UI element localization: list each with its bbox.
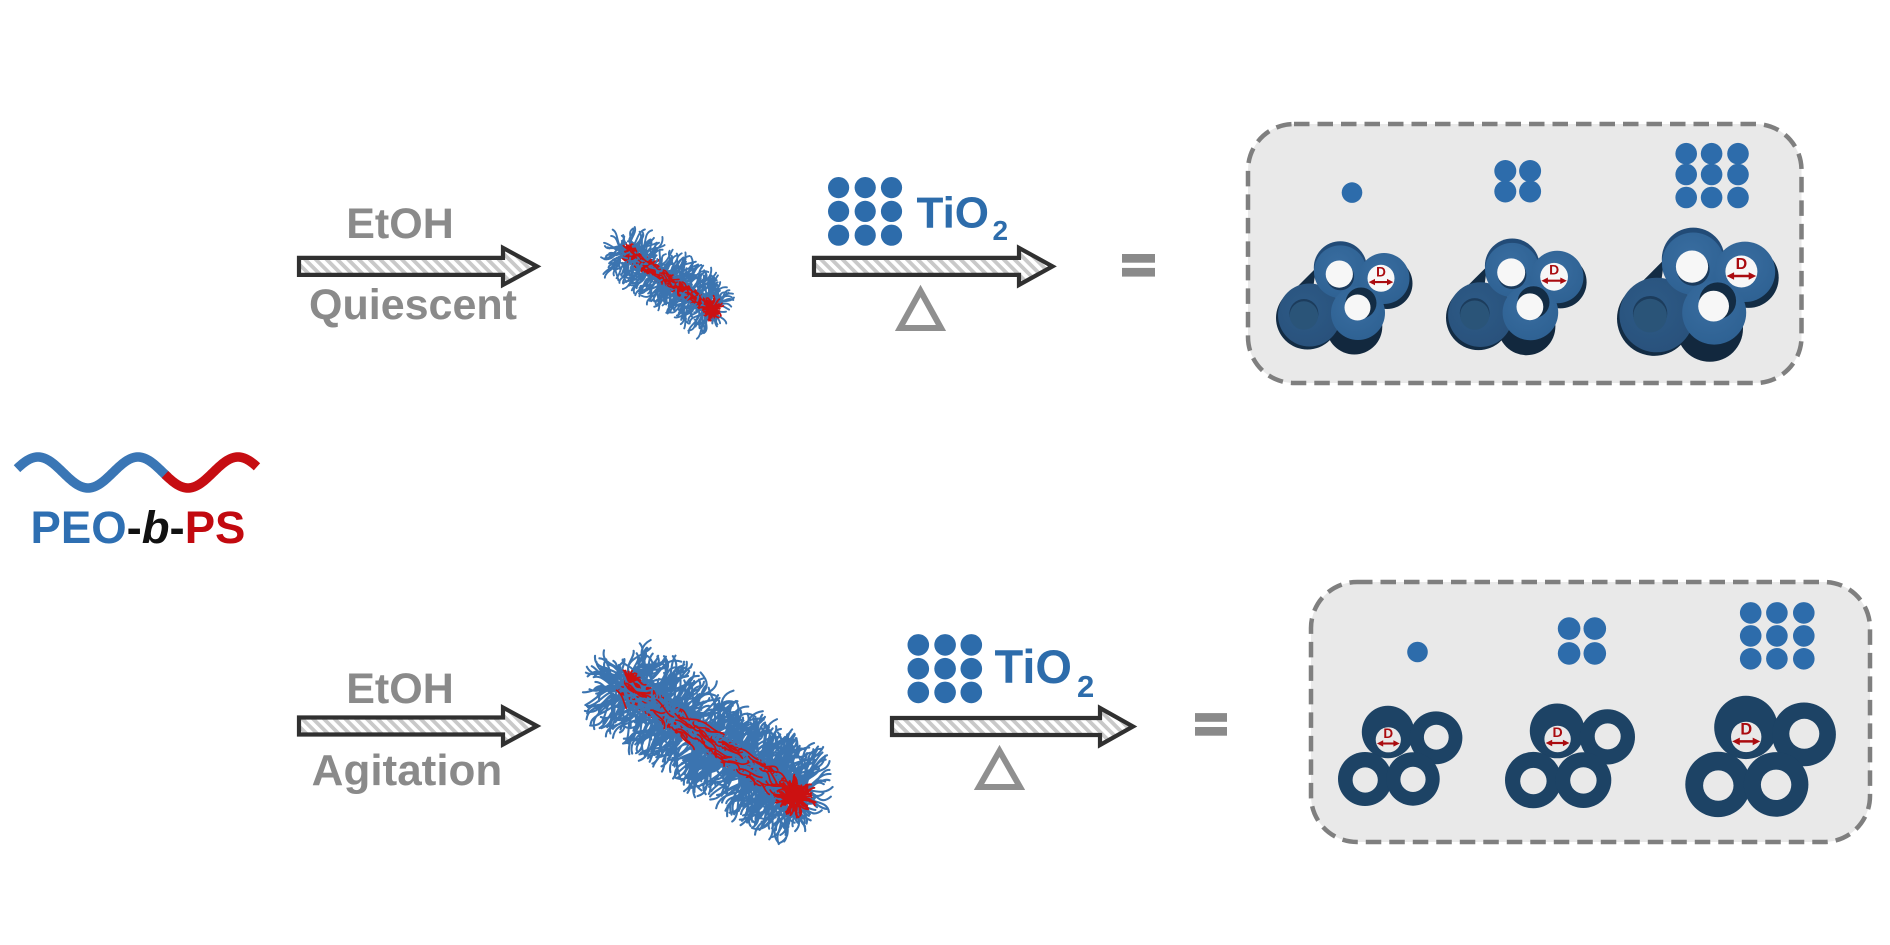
svg-text:D: D xyxy=(1736,256,1748,273)
svg-text:D: D xyxy=(1740,720,1752,738)
svg-text:Agitation: Agitation xyxy=(312,746,503,795)
svg-text:Quiescent: Quiescent xyxy=(309,281,517,329)
svg-text:EtOH: EtOH xyxy=(346,200,454,248)
svg-text:2: 2 xyxy=(1077,669,1094,704)
svg-text:D: D xyxy=(1549,262,1559,278)
svg-text:D: D xyxy=(1383,726,1393,741)
svg-text:PEO-b-PS: PEO-b-PS xyxy=(31,502,246,553)
svg-text:TiO: TiO xyxy=(995,640,1072,693)
svg-text:D: D xyxy=(1553,724,1563,740)
svg-text:D: D xyxy=(1376,264,1386,279)
svg-text:TiO: TiO xyxy=(917,189,990,238)
svg-text:EtOH: EtOH xyxy=(346,665,454,713)
svg-text:2: 2 xyxy=(993,215,1009,246)
